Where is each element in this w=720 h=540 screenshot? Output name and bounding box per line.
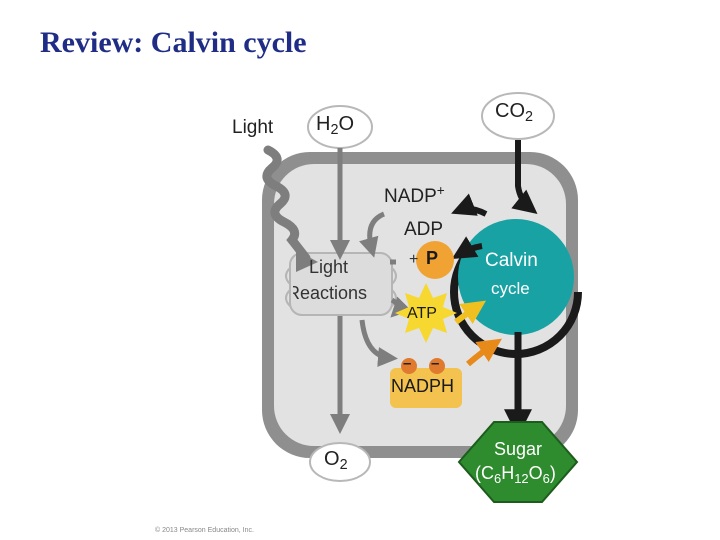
copyright-notice: © 2013 Pearson Education, Inc. bbox=[155, 527, 254, 534]
light-squiggle-arrow bbox=[262, 145, 311, 263]
oxygen-label-sub: 2 bbox=[339, 457, 348, 474]
light-reactions-label-line2: Reactions bbox=[293, 283, 379, 304]
oxygen-label-base: O bbox=[324, 448, 340, 470]
water-label-h: H bbox=[316, 113, 331, 135]
oxygen-label: O2 bbox=[324, 448, 348, 474]
light-arrowhead bbox=[296, 250, 318, 272]
co2-arrow bbox=[511, 140, 538, 214]
atp-label: ATP bbox=[407, 305, 437, 322]
nadph-to-calvin-arrow bbox=[466, 338, 502, 367]
slide-title: Review: Calvin cycle bbox=[40, 26, 307, 59]
nadp-to-light-arrow bbox=[359, 211, 386, 258]
water-label-o: O bbox=[338, 113, 355, 135]
electron-1 bbox=[401, 358, 417, 374]
plus-sign: + bbox=[409, 251, 419, 268]
calvin-to-adp-arrow bbox=[451, 236, 483, 259]
oxygen-bubble bbox=[309, 442, 371, 482]
calvin-cycle-label-line1: Calvin bbox=[485, 250, 538, 271]
light-reactions-label-line1: Light bbox=[309, 257, 349, 277]
electron-minus-1: – bbox=[403, 355, 412, 372]
phosphate-label: P bbox=[426, 248, 439, 268]
sugar-label: Sugar bbox=[494, 439, 543, 459]
adp-label: ADP bbox=[404, 219, 444, 240]
electron-2 bbox=[429, 358, 445, 374]
calvin-cycle-circle bbox=[458, 219, 574, 335]
water-label-sub: 2 bbox=[330, 122, 339, 139]
nadp-label-base: NADP bbox=[384, 186, 437, 207]
formula-o: O bbox=[528, 463, 543, 483]
calvin-to-nadp-arrow bbox=[451, 193, 488, 217]
nadph-label: NADPH bbox=[391, 376, 455, 396]
light-to-atp-arrow bbox=[390, 296, 412, 318]
formula-o-count: 6 bbox=[542, 470, 550, 486]
co2-label-sub: 2 bbox=[525, 109, 534, 126]
light-to-nadph-arrow bbox=[359, 319, 398, 367]
electron-minus-2: – bbox=[431, 355, 440, 372]
sugar-formula: (C6H12O6) bbox=[475, 463, 556, 486]
water-label: H2O bbox=[316, 113, 355, 139]
formula-close: ) bbox=[549, 463, 556, 483]
formula-h: H bbox=[501, 463, 515, 483]
light-label: Light bbox=[232, 117, 274, 138]
formula-h-count: 12 bbox=[514, 470, 529, 486]
atp-to-calvin-arrow bbox=[454, 300, 486, 325]
formula-open: (C bbox=[475, 463, 494, 483]
nadph-bar bbox=[390, 368, 462, 408]
formula-c-count: 6 bbox=[494, 470, 502, 486]
co2-label: CO2 bbox=[495, 100, 534, 126]
co2-label-base: CO bbox=[495, 100, 525, 122]
sugar-hexagon bbox=[457, 421, 579, 503]
nadp-plus-label: NADP+ bbox=[384, 183, 445, 208]
light-reactions-label-line2-text: Reactions bbox=[293, 283, 368, 303]
co2-bubble bbox=[481, 92, 555, 140]
nadp-label-sup: + bbox=[436, 183, 445, 199]
calvin-cycle-label-line2: cycle bbox=[491, 279, 530, 298]
phosphate-circle bbox=[416, 241, 454, 279]
atp-starburst bbox=[395, 283, 457, 343]
